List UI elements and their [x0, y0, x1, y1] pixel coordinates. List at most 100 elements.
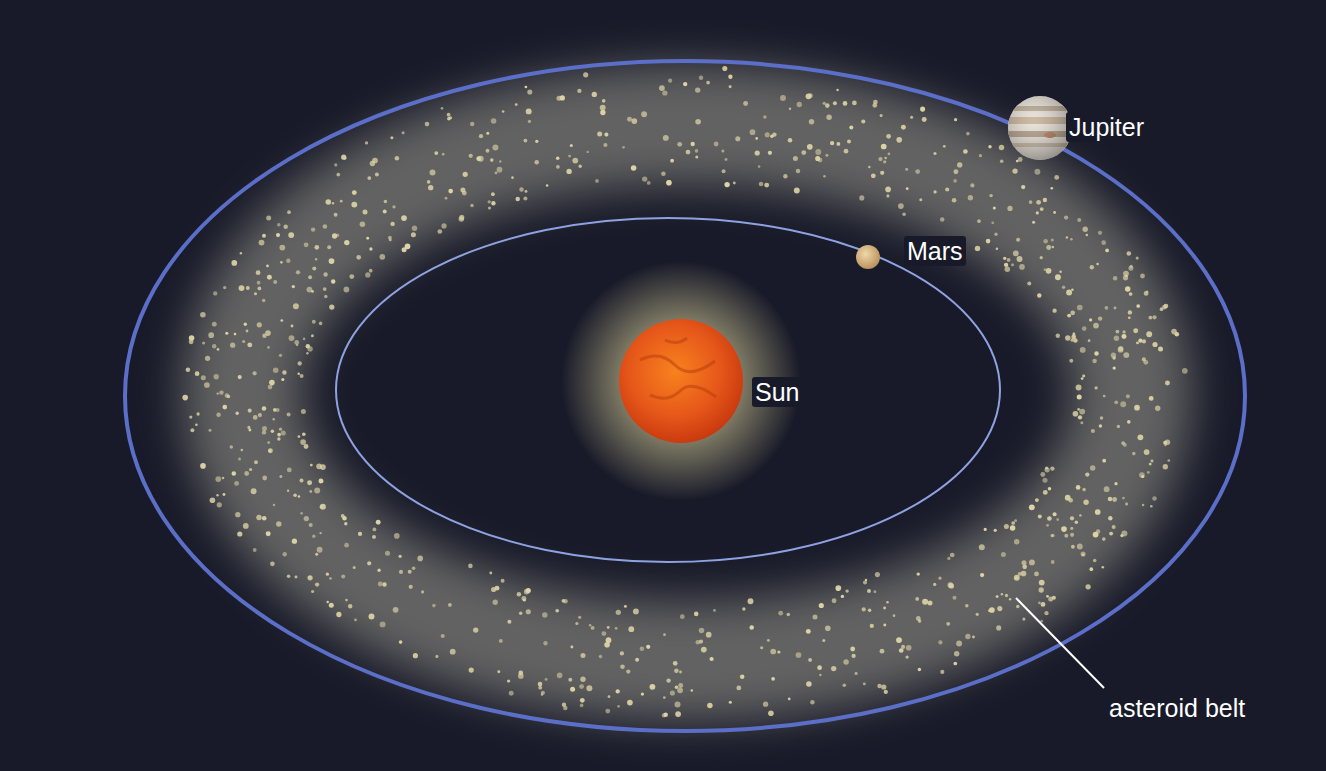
asteroid-dot: [835, 585, 841, 591]
asteroid-dot: [463, 172, 468, 177]
asteroid-dot: [604, 133, 608, 137]
asteroid-dot: [563, 599, 567, 603]
asteroid-dot: [1147, 471, 1150, 474]
asteroid-dot: [519, 187, 523, 191]
asteroid-dot: [556, 157, 560, 161]
asteroid-dot: [906, 645, 912, 651]
asteroid-dot: [1019, 264, 1025, 270]
asteroid-dot: [315, 553, 318, 556]
asteroid-dot: [1155, 406, 1160, 411]
asteroid-dot: [1004, 524, 1009, 529]
asteroid-dot: [1152, 496, 1157, 501]
asteroid-dot: [470, 204, 473, 207]
asteroid-dot: [287, 490, 289, 492]
asteroid-dot: [1136, 341, 1139, 344]
asteroid-dot: [489, 572, 492, 575]
asteroid-dot: [1096, 263, 1099, 266]
asteroid-dot: [946, 622, 950, 626]
asteroid-dot: [1022, 618, 1025, 621]
asteroid-dot: [943, 145, 946, 148]
asteroid-dot: [1054, 175, 1059, 180]
asteroid-dot: [787, 613, 791, 617]
asteroid-dot: [1005, 594, 1008, 597]
asteroid-dot: [186, 367, 191, 372]
asteroid-dot: [262, 406, 267, 411]
mars-planet: [856, 245, 880, 269]
asteroid-dot: [251, 488, 257, 494]
asteroid-dot: [855, 672, 858, 675]
asteroid-dot: [320, 505, 323, 508]
asteroid-dot: [870, 624, 874, 628]
asteroid-dot: [486, 132, 489, 135]
asteroid-dot: [215, 476, 221, 482]
asteroid-dot: [1117, 425, 1120, 428]
asteroid-dot: [1146, 331, 1152, 337]
asteroid-dot: [867, 589, 871, 593]
asteroid-dot: [1139, 472, 1145, 478]
asteroid-dot: [595, 179, 599, 183]
asteroid-dot: [336, 234, 339, 237]
asteroid-dot: [309, 523, 313, 527]
asteroid-dot: [701, 647, 707, 653]
asteroid-dot: [232, 471, 237, 476]
asteroid-dot: [994, 529, 997, 532]
asteroid-dot: [1082, 375, 1085, 378]
asteroid-dot: [1046, 524, 1049, 527]
asteroid-dot: [449, 116, 452, 119]
asteroid-dot: [1093, 532, 1099, 538]
asteroid-dot: [735, 136, 740, 141]
asteroid-dot: [320, 464, 326, 470]
asteroid-dot: [1089, 567, 1093, 571]
asteroid-dot: [880, 171, 884, 175]
asteroid-dot: [616, 610, 621, 615]
asteroid-dot: [833, 101, 837, 105]
asteroid-dot: [545, 678, 548, 681]
asteroid-dot: [1182, 368, 1188, 374]
asteroid-dot: [826, 115, 832, 121]
asteroid-dot: [295, 576, 298, 579]
asteroid-dot: [356, 255, 361, 260]
asteroid-dot: [1066, 290, 1072, 296]
asteroid-dot: [1046, 268, 1052, 274]
asteroid-dot: [601, 631, 606, 636]
asteroid-dot: [759, 182, 764, 187]
asteroid-dot: [256, 515, 261, 520]
asteroid-dot: [1171, 329, 1177, 335]
asteroid-dot: [189, 335, 195, 341]
asteroid-dot: [1051, 534, 1054, 537]
asteroid-dot: [329, 577, 331, 579]
asteroid-dot: [270, 561, 275, 566]
asteroid-dot: [495, 172, 498, 175]
asteroid-dot: [825, 103, 830, 108]
asteroid-dot: [1102, 537, 1106, 541]
asteroid-dot: [256, 270, 261, 275]
asteroid-dot: [896, 637, 902, 643]
asteroid-dot: [570, 646, 573, 649]
asteroid-dot: [478, 156, 484, 162]
asteroid-dot: [213, 291, 217, 295]
asteroid-dot: [599, 655, 603, 659]
asteroid-dot: [979, 154, 982, 157]
asteroid-dot: [469, 154, 473, 158]
asteroid-dot: [1051, 238, 1054, 241]
asteroid-dot: [384, 200, 388, 204]
asteroid-dot: [555, 609, 559, 613]
asteroid-dot: [922, 109, 924, 111]
asteroid-dot: [1052, 309, 1056, 313]
asteroid-dot: [1125, 275, 1128, 278]
asteroid-dot: [527, 89, 532, 94]
asteroid-dot: [1113, 366, 1116, 369]
asteroid-dot: [298, 495, 301, 498]
asteroid-dot: [626, 669, 630, 673]
asteroid-dot: [883, 607, 886, 610]
asteroid-dot: [863, 682, 866, 685]
asteroid-dot: [1112, 525, 1116, 529]
asteroid-dot: [1128, 310, 1132, 314]
asteroid-dot: [317, 547, 323, 553]
asteroid-dot: [1167, 459, 1170, 462]
asteroid-dot: [572, 158, 578, 164]
asteroid-dot: [580, 677, 585, 682]
asteroid-dot: [683, 82, 687, 86]
asteroid-dot: [1101, 240, 1106, 245]
